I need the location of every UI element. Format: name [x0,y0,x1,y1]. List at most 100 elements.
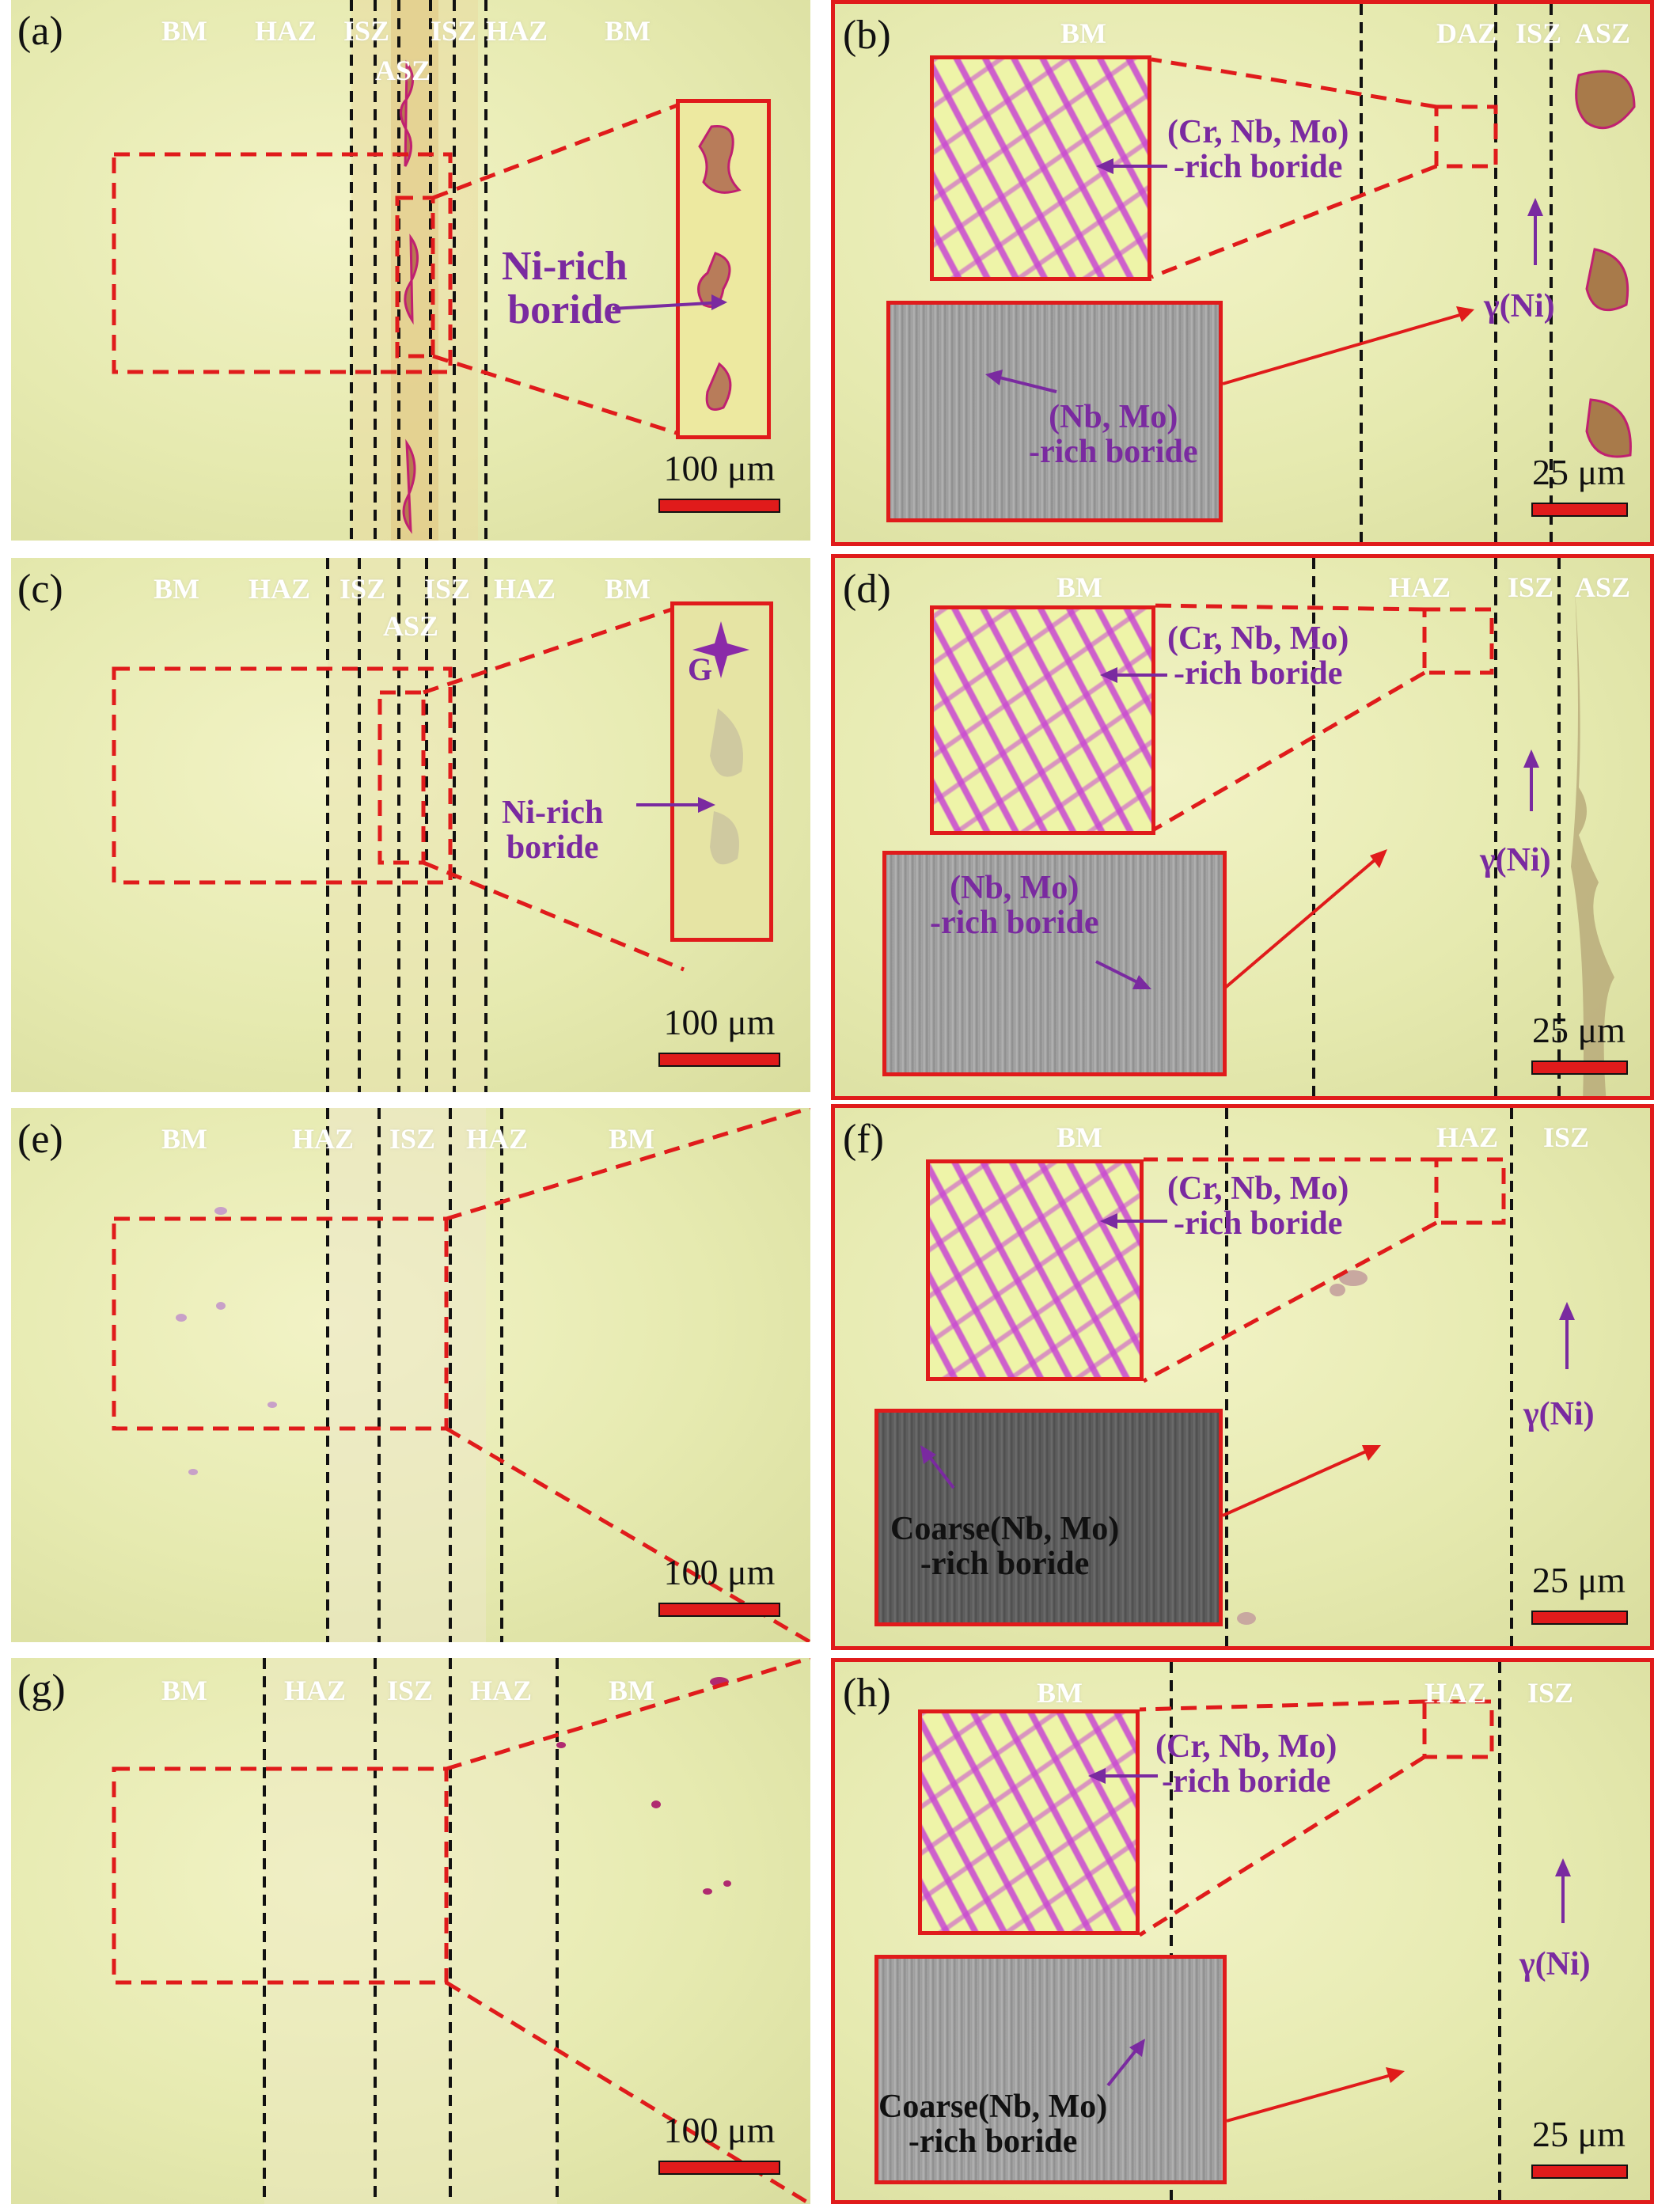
panel-label: (a) [17,9,63,54]
scale-label: 25 μm [1532,452,1626,492]
zone-label: ISZ [1516,17,1562,49]
annotation-cr-nb-mo-boride: (Cr, Nb, Mo) -rich boride [1167,620,1349,692]
zone-label: BM [1057,571,1102,603]
annotation-gamma-ni: γ(Ni) [1480,842,1551,878]
scale-bar [1531,503,1628,517]
zone-label: ISZ [1527,1677,1574,1709]
zone-label: HAZ [494,573,556,605]
zone-label: BM [1057,1121,1102,1153]
panel-c: (c) BM HAZ ISZ ISZ HAZ BM ASZ G Ni-rich … [11,558,810,1092]
zone-label: HAZ [1389,571,1451,603]
annotation-cr-nb-mo-boride: (Cr, Nb, Mo) -rich boride [1167,1171,1349,1243]
zone-label: DAZ [1436,17,1497,49]
zone-label-asz: ASZ [375,55,431,86]
panel-a-overlay [112,0,685,541]
zone-label: ISZ [389,1123,436,1155]
panel-d: (d) BM HAZ ISZ ASZ (Cr, Nb, Mo) -rich bo… [831,554,1654,1100]
inset-sem-image [874,1409,1223,1626]
scale-bar [1531,1060,1628,1075]
zone-label-asz: ASZ [383,610,439,642]
zone-label: ISZ [343,15,390,47]
annotation-coarse-nb-mo-boride: Coarse(Nb, Mo) -rich boride [890,1511,1120,1583]
zone-label: BM [161,15,207,47]
annotation-nb-mo-boride: (Nb, Mo) -rich boride [930,870,1099,942]
marker-g: G [688,651,713,687]
annotation-coarse-nb-mo-boride: Coarse(Nb, Mo) -rich boride [878,2089,1108,2161]
annotation-gamma-ni: γ(Ni) [1519,1946,1591,1982]
inset-sem-image [886,301,1223,522]
panel-label: (h) [843,1671,891,1716]
zone-label: BM [154,573,199,605]
inset-ni-boride [676,99,771,439]
zone-label: HAZ [470,1675,533,1706]
zone-label: BM [1037,1677,1083,1709]
scale-bar [1531,1611,1628,1625]
panel-e: (e) BM HAZ ISZ HAZ BM 100 μm [11,1108,810,1642]
ni-boride-particles [710,708,743,865]
arrow [612,294,727,310]
scale-label: 100 μm [663,1552,776,1592]
arrow [636,797,715,813]
panel-a: (a) BM HAZ ISZ ISZ HAZ BM ASZ Ni-rich bo… [11,0,810,541]
zone-label: ASZ [1575,17,1631,49]
annotation-ni-rich-boride: Ni-rich boride [502,795,604,867]
inset-sem-image [882,851,1227,1076]
zone-label: BM [605,15,651,47]
zone-label: ISZ [387,1675,434,1706]
panel-e-overlay [112,1108,810,1642]
arrows [920,1213,1167,1489]
annotation-cr-nb-mo-boride: (Cr, Nb, Mo) -rich boride [1155,1728,1337,1800]
zone-label: ISZ [1508,571,1554,603]
zone-label: ISZ [424,573,471,605]
zone-label: HAZ [284,1675,347,1706]
panel-b-overlay [1151,4,1636,542]
scale-bar [658,1053,780,1067]
panel-label: (e) [17,1117,63,1162]
zone-label: HAZ [292,1123,355,1155]
panel-c-overlay [112,558,685,1092]
panel-f-overlay [1142,1108,1575,1646]
panel-g-overlay [112,1658,810,2204]
scale-bar [1531,2165,1628,2179]
annotation-nb-mo-boride: (Nb, Mo) -rich boride [1029,399,1198,471]
panel-b: (b) BM DAZ ISZ ASZ (Cr, Nb, Mo) -rich bo… [831,0,1654,546]
panel-h: (h) BM HAZ ISZ (Cr, Nb, Mo) -rich boride… [831,1658,1654,2204]
scale-label: 25 μm [1532,2114,1626,2154]
scale-label: 25 μm [1532,1560,1626,1600]
zone-label: BM [1060,17,1106,49]
annotation-ni-rich-boride: Ni-rich boride [502,244,628,332]
panel-label: (b) [843,13,891,58]
zone-label: BM [609,1675,654,1706]
inset-magnified-boride [930,605,1155,835]
zone-label: HAZ [486,15,548,47]
zone-label: HAZ [248,573,311,605]
zone-label: BM [161,1123,207,1155]
scale-bar [658,499,780,513]
arrows [1088,1768,1158,2087]
panel-label: (g) [17,1667,66,1712]
zone-label: HAZ [466,1123,529,1155]
zone-label: BM [609,1123,654,1155]
scale-label: 25 μm [1532,1010,1626,1050]
zone-label: HAZ [255,15,317,47]
zone-label: BM [605,573,651,605]
scale-label: 100 μm [663,448,776,488]
inset-magnified-boride [918,1709,1140,1935]
panel-d-overlay [1150,558,1614,1096]
inset-magnified-boride [926,1159,1144,1381]
zone-label: ASZ [1575,571,1631,603]
marker-star [692,621,749,678]
annotation-cr-nb-mo-boride: (Cr, Nb, Mo) -rich boride [1167,114,1349,186]
scale-label: 100 μm [663,2110,776,2150]
annotation-gamma-ni: γ(Ni) [1523,1396,1595,1432]
zone-label: BM [161,1675,207,1706]
panel-f: (f) BM HAZ ISZ (Cr, Nb, Mo) -rich boride… [831,1104,1654,1650]
annotation-gamma-ni: γ(Ni) [1484,288,1555,324]
inset-sem-image [874,1955,1227,2184]
panel-label: (f) [843,1117,884,1162]
scale-bar [658,2161,780,2175]
arrows [1095,667,1167,989]
panel-g: (g) BM HAZ ISZ HAZ BM 100 μm [11,1658,810,2204]
zone-label: ISZ [340,573,386,605]
panel-label: (c) [17,567,63,612]
